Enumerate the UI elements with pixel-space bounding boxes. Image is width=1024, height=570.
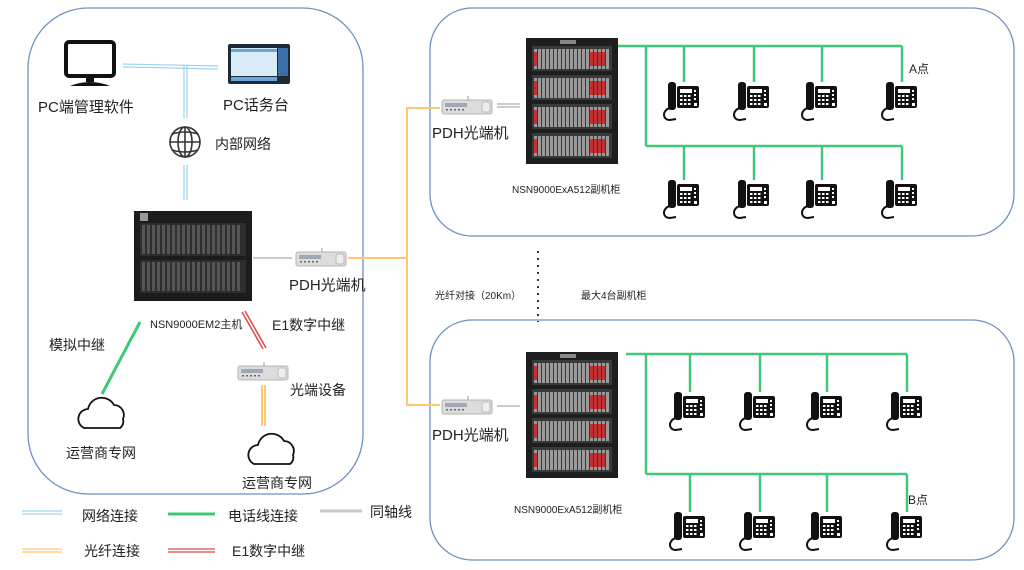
phone-icon (806, 391, 843, 431)
pdh-site-a-icon (441, 95, 493, 115)
pc-console-icon (228, 44, 290, 84)
network-links (122, 63, 219, 200)
optical-device-icon (237, 361, 289, 381)
analog-trunk-line (100, 321, 142, 395)
pc-console-label: PC话务台 (223, 97, 289, 114)
carrier-network-label: 运营商专网 (66, 445, 136, 461)
phone-icon (669, 511, 706, 551)
phone-icon (881, 81, 918, 121)
phone-icon (739, 391, 776, 431)
phone-icon (739, 511, 776, 551)
cloud-icon (247, 432, 295, 465)
fiber-link-label: 光纤对接（20Km） (435, 291, 522, 302)
phone-icon (806, 511, 843, 551)
legend-fiber-label: 光纤连接 (84, 543, 140, 559)
fiber-links (261, 107, 440, 426)
main-site-box (27, 7, 364, 495)
point-a-label: A点 (909, 62, 930, 76)
analog-trunk-label: 模拟中继 (49, 337, 105, 353)
phone-icon (881, 179, 918, 219)
point-b-label: B点 (908, 493, 929, 507)
host-rack-icon (134, 211, 252, 301)
phones-site-b (669, 391, 923, 551)
phone-icon (801, 81, 838, 121)
pc-software-label: PC端管理软件 (38, 99, 134, 116)
e1-trunk-line (241, 310, 267, 350)
legend-swatches (22, 509, 362, 553)
phone-icon (733, 179, 770, 219)
optical-device-label: 光端设备 (290, 382, 346, 398)
cabinet-site-a-label: NSN9000ExA512副机柜 (512, 185, 621, 196)
phone-icon (663, 81, 700, 121)
phones-site-a (663, 81, 918, 219)
legend-phone-line-label: 电话线连接 (228, 508, 298, 524)
remote-site-b-box (429, 319, 1015, 561)
internal-network-label: 内部网络 (215, 136, 271, 152)
cloud-icon (77, 396, 125, 429)
max-cabinets-label: 最大4台副机柜 (581, 291, 647, 302)
pc-monitor-icon (64, 40, 116, 86)
phone-lines-b (626, 352, 909, 512)
pdh-site-b-label: PDH光端机 (432, 427, 509, 444)
legend-coax-label: 同轴线 (370, 504, 412, 520)
e1-trunk-label: E1数字中继 (272, 317, 346, 333)
pdh-main-label: PDH光端机 (289, 277, 366, 294)
phone-icon (733, 81, 770, 121)
cabinet-site-b-icon (526, 352, 618, 478)
phone-icon (663, 179, 700, 219)
phone-icon (886, 391, 923, 431)
cabinet-site-b-label: NSN9000ExA512副机柜 (514, 505, 623, 516)
phone-icon (669, 391, 706, 431)
phone-icon (801, 179, 838, 219)
coax-links (253, 103, 520, 407)
legend-e1-label: E1数字中继 (232, 543, 306, 559)
legend-network-label: 网络连接 (82, 508, 138, 524)
carrier-network-label: 运营商专网 (242, 475, 312, 491)
globe-icon (169, 126, 201, 158)
remote-site-a-box (429, 7, 1015, 237)
pdh-main-icon (295, 247, 347, 267)
host-label: NSN9000EM2主机 (150, 319, 243, 331)
pdh-site-b-icon (441, 395, 493, 415)
phone-icon (886, 511, 923, 551)
cabinet-site-a-icon (526, 38, 618, 164)
pdh-site-a-label: PDH光端机 (432, 125, 509, 142)
phone-lines-a (618, 44, 904, 180)
